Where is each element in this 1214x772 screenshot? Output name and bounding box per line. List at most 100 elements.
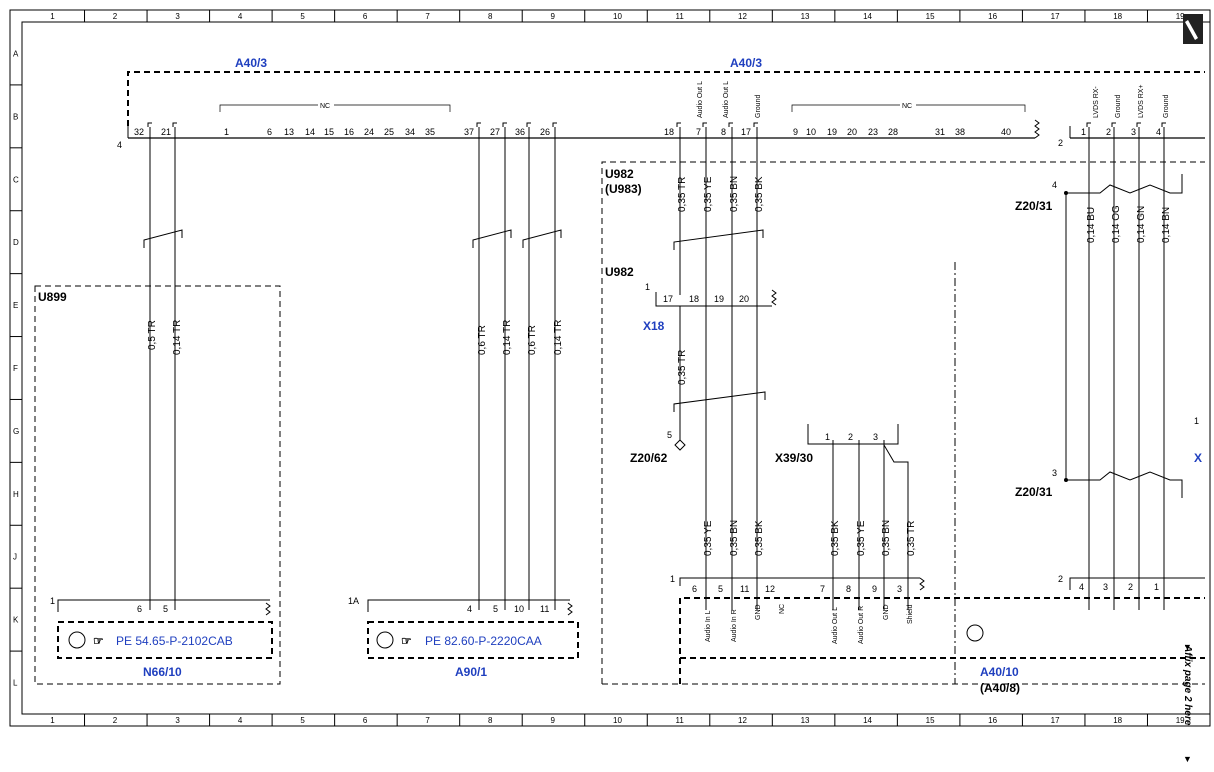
grid-column-label: 11 bbox=[676, 12, 685, 21]
pin: 7 bbox=[820, 584, 825, 594]
u982-label: U982 bbox=[605, 167, 634, 181]
frame-outer bbox=[9, 9, 1211, 727]
wire-label: 0,35 TR bbox=[906, 521, 917, 556]
grid-column-label: 11 bbox=[676, 716, 685, 725]
grid-column-label: 16 bbox=[988, 12, 997, 21]
pin: 1 bbox=[224, 127, 229, 137]
pin-label-ground-17: Ground bbox=[755, 95, 762, 118]
pin: 31 bbox=[935, 127, 945, 137]
pin: 19 bbox=[714, 294, 724, 304]
grid-row-label: G bbox=[13, 427, 19, 436]
pin-label: Audio Out L bbox=[832, 607, 839, 644]
grid-column-label: 3 bbox=[175, 12, 180, 21]
pin: 1 bbox=[825, 432, 830, 442]
wire-label: 0,35 YE bbox=[703, 176, 714, 212]
pin: 21 bbox=[161, 127, 171, 137]
pin: 3 bbox=[873, 432, 878, 442]
triangle-icon: ▼ bbox=[1183, 642, 1192, 652]
grid-column-label: 7 bbox=[425, 716, 430, 725]
wire-label: 0,35 BN bbox=[729, 520, 740, 556]
grid-column-label: 8 bbox=[488, 12, 493, 21]
affix-note: Affix page 2 here bbox=[1182, 644, 1193, 726]
wire-labels: 0,5 TR 0,14 TR 0,6 TR 0,14 TR 0,6 TR 0,1… bbox=[147, 176, 1172, 556]
u982-mid-label: U982 bbox=[605, 265, 634, 279]
pin: 23 bbox=[868, 127, 878, 137]
pin: 17 bbox=[663, 294, 673, 304]
pin-label-audio-out-l-8: Audio Out L bbox=[723, 81, 730, 118]
wire-label: 0,14 TR bbox=[553, 320, 564, 355]
a40-8-label: (A40/8) bbox=[980, 681, 1020, 695]
pin: 2 bbox=[1106, 127, 1111, 137]
grid-column-label: 19 bbox=[1176, 716, 1185, 725]
grid-row-label: L bbox=[13, 679, 18, 688]
nc-label-right: NC bbox=[902, 103, 912, 110]
pin: 18 bbox=[664, 127, 674, 137]
grid-row-label: H bbox=[13, 490, 19, 499]
pin-label: Shield bbox=[907, 604, 914, 624]
grid-column-label: 5 bbox=[300, 12, 305, 21]
pin: 11 bbox=[740, 584, 749, 594]
pin: 34 bbox=[405, 127, 415, 137]
wire-label: 0,5 TR bbox=[147, 320, 158, 350]
pin: 3 bbox=[897, 584, 902, 594]
x18-label: X18 bbox=[643, 319, 665, 333]
grid-column-label: 10 bbox=[613, 716, 622, 725]
right-bottom-connector: 2 bbox=[1058, 574, 1063, 584]
grid-column-label: 12 bbox=[738, 12, 747, 21]
z20-31-top-label: Z20/31 bbox=[1015, 199, 1053, 213]
wire-label: 0,6 TR bbox=[477, 325, 488, 355]
grid-column-label: 10 bbox=[613, 12, 622, 21]
wire-label: 0,14 TR bbox=[502, 320, 513, 355]
pin: 28 bbox=[888, 127, 898, 137]
wire-label: 0,35 BN bbox=[729, 176, 740, 212]
pin: 2 bbox=[848, 432, 853, 442]
pin: 1 bbox=[1154, 582, 1159, 592]
a40-10-label: A40/10 bbox=[980, 665, 1019, 679]
pin: 5 bbox=[493, 604, 498, 614]
grid-column-label: 13 bbox=[801, 716, 810, 725]
wire-label: 0,35 BN bbox=[881, 520, 892, 556]
wire-label: 0,35 TR bbox=[677, 350, 688, 385]
z20-62-label: Z20/62 bbox=[630, 451, 668, 465]
grid-column-label: 4 bbox=[238, 12, 243, 21]
pin: 32 bbox=[134, 127, 144, 137]
wire-label: 0,14 GN bbox=[1136, 206, 1147, 243]
pin: 9 bbox=[872, 584, 877, 594]
wire-label: 0,35 YE bbox=[703, 520, 714, 556]
x-cut-label: X bbox=[1194, 451, 1202, 465]
nc-label-left: NC bbox=[320, 103, 330, 110]
pin: 9 bbox=[793, 127, 798, 137]
grid-column-label: 18 bbox=[1113, 12, 1122, 21]
pin: 37 bbox=[464, 127, 474, 137]
grid-column-label: 15 bbox=[926, 716, 935, 725]
pin: 3 bbox=[1103, 582, 1108, 592]
pin: 35 bbox=[425, 127, 435, 137]
wire-label: 0,14 BU bbox=[1086, 207, 1097, 243]
z20-62-connector: 5 bbox=[667, 430, 672, 440]
pin: 19 bbox=[827, 127, 837, 137]
pin: 12 bbox=[765, 584, 775, 594]
a40-3-right-label: A40/3 bbox=[730, 56, 762, 70]
a90-connector: 1A bbox=[348, 596, 359, 606]
column-ticks bbox=[84, 10, 1148, 726]
grid-column-label: 17 bbox=[1051, 12, 1060, 21]
pin: 10 bbox=[806, 127, 816, 137]
pin: 6 bbox=[267, 127, 272, 137]
pin: 6 bbox=[692, 584, 697, 594]
pin-label-ground-2: Ground bbox=[1115, 95, 1122, 118]
pin-label-audio-out-l-7: Audio Out L bbox=[697, 81, 704, 118]
wire-label: 0,35 BK bbox=[830, 520, 841, 556]
pin: 25 bbox=[384, 127, 394, 137]
a90-part-number-link[interactable]: PE 82.60-P-2220CAA bbox=[425, 634, 542, 648]
transistor-icon bbox=[966, 624, 984, 642]
pin: 20 bbox=[847, 127, 857, 137]
pin-label-ground-4: Ground bbox=[1163, 95, 1170, 118]
frame-inner bbox=[21, 21, 1211, 715]
a40-connector-4: 4 bbox=[117, 140, 122, 150]
n66-part-number-link[interactable]: PE 54.65-P-2102CAB bbox=[116, 634, 233, 648]
socket-marks bbox=[147, 122, 1166, 127]
grid-column-label: 5 bbox=[300, 716, 305, 725]
wire-label: 0,6 TR bbox=[527, 325, 538, 355]
